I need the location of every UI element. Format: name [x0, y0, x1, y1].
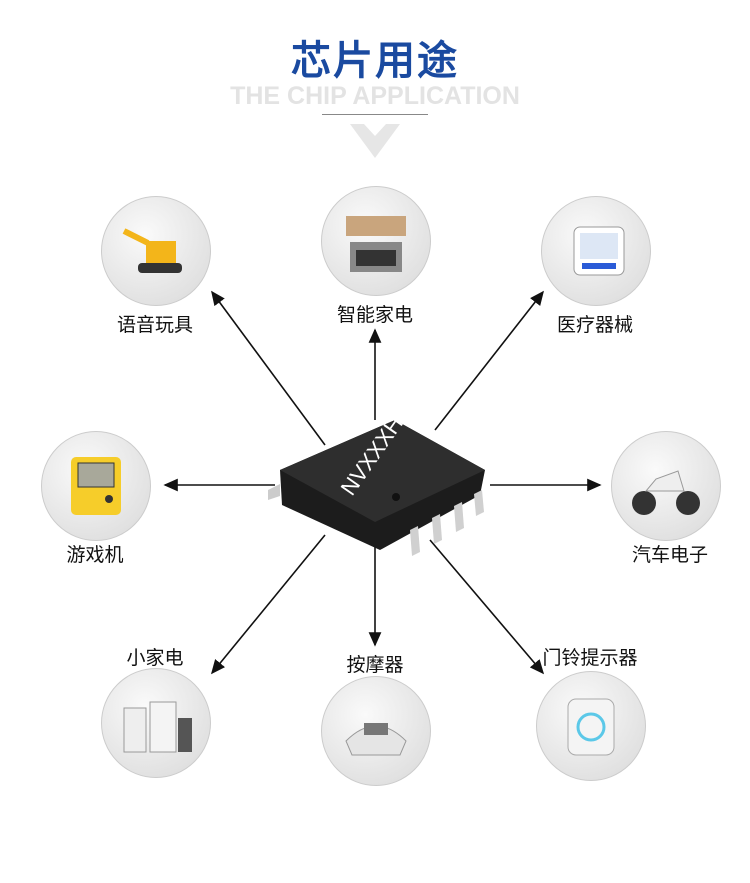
label-massager: 按摩器: [346, 654, 404, 676]
blood-pressure-monitor-icon: [541, 196, 651, 306]
chevron-down-icon: [350, 124, 400, 158]
arrow-voice-toy: [211, 290, 326, 446]
page-title: 芯片用途: [291, 38, 459, 84]
chip-image: [268, 420, 485, 556]
arrow-doorbell: [429, 539, 545, 675]
label-medical: 医疗器械: [556, 314, 633, 336]
label-voice-toy: 语音玩具: [116, 314, 193, 336]
small-appliances-icon: [101, 668, 211, 778]
label-auto-electronics: 汽车电子: [631, 544, 708, 566]
label-smart-appliance: 智能家电: [336, 304, 413, 326]
label-game-console: 游戏机: [66, 544, 124, 566]
page-subtitle: THE CHIP APPLICATION: [230, 82, 520, 110]
arrow-medical: [434, 290, 544, 431]
handheld-game-console-icon: [41, 431, 151, 541]
electric-scooter-icon: [611, 431, 721, 541]
label-doorbell: 门铃提示器: [542, 647, 638, 669]
label-small-appliance: 小家电: [126, 647, 184, 669]
divider: [322, 114, 428, 115]
arrow-small-appliance: [210, 534, 326, 675]
doorbell-icon: [536, 671, 646, 781]
foot-massager-icon: [321, 676, 431, 786]
excavator-toy-icon: [101, 196, 211, 306]
kitchen-appliance-icon: [321, 186, 431, 296]
